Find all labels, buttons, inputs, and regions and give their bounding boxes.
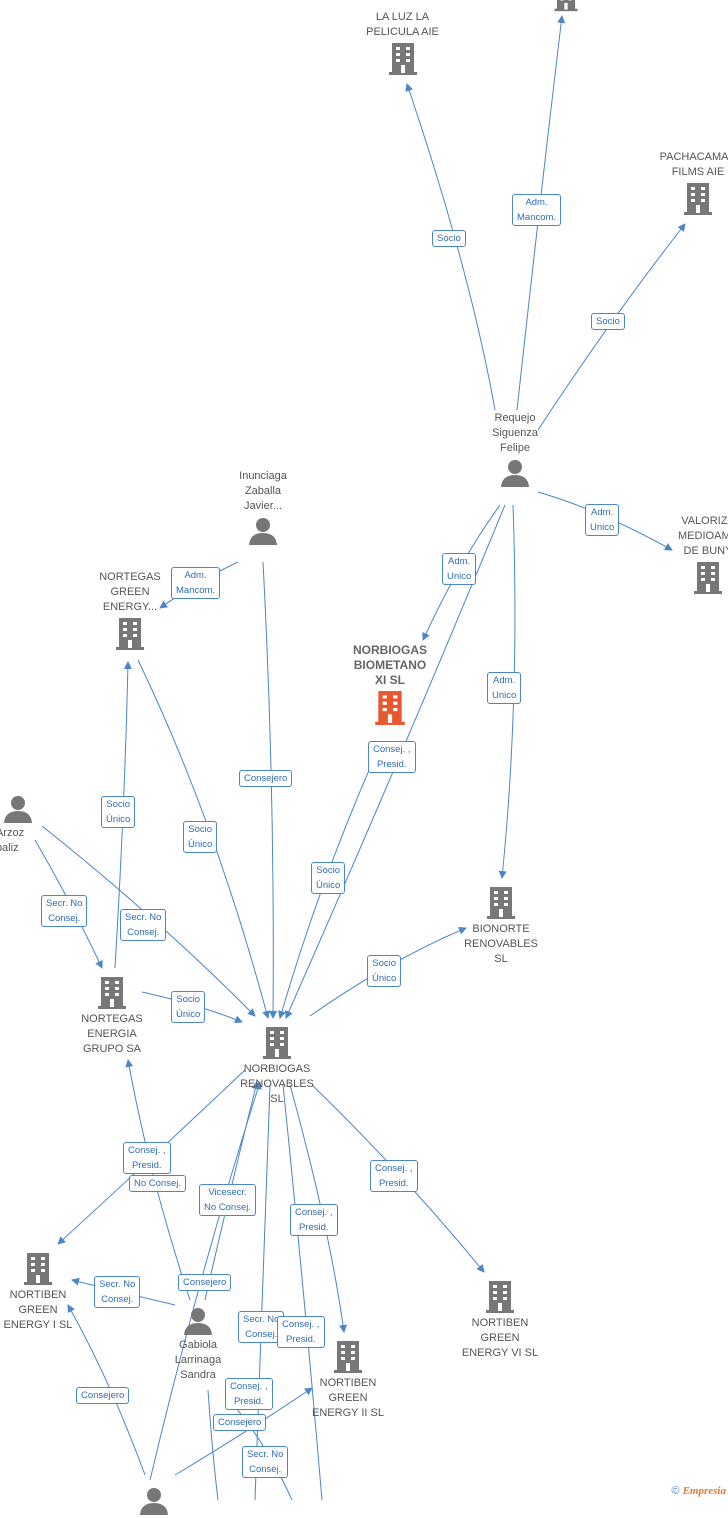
company-node-nortiben-6[interactable]: NORTIBEN GREEN ENERGY VI SL xyxy=(452,1278,548,1361)
company-node-norbiogas-biometano[interactable]: NORBIOGAS BIOMETANO XI SL xyxy=(340,643,440,728)
building-icon xyxy=(388,43,417,75)
person-node-bottom[interactable] xyxy=(139,1484,169,1518)
edge-label[interactable]: Adm. Unico xyxy=(585,504,620,536)
edge-label[interactable]: Secr. No Consej. xyxy=(41,895,88,927)
building-icon xyxy=(116,618,144,650)
edge-inunciaga-norbiogas xyxy=(262,561,278,1019)
node-label: PACHACAMAC FILMS AIE xyxy=(659,151,728,178)
brand-name: Empresia xyxy=(682,1485,726,1497)
node-label: NORTIBEN GREEN ENERGY VI SL xyxy=(461,1317,539,1359)
node-label: z Arzoz itibaliz xyxy=(0,827,25,854)
person-node-requejo[interactable]: Requejo Siguenza Felipe xyxy=(470,411,560,490)
building-icon xyxy=(486,1281,514,1313)
edge-label[interactable]: Socio xyxy=(591,313,625,330)
node-label: NORTEGAS ENERGIA GRUPO SA xyxy=(81,1013,143,1055)
copyright-symbol: © xyxy=(671,1485,680,1497)
building-icon xyxy=(684,183,712,215)
edge-label[interactable]: Consejero xyxy=(239,770,293,787)
edge-label[interactable]: Consej. , Presid. xyxy=(225,1378,273,1410)
node-label: NORBIOGAS BIOMETANO XI SL xyxy=(352,643,427,687)
edge-label[interactable]: Secr. No Consej. xyxy=(238,1311,285,1343)
edge-label[interactable]: Socio Único xyxy=(183,821,218,853)
node-label: NORBIOGAS RENOVABLES SL xyxy=(240,1063,314,1105)
person-node-arzoz[interactable]: z Arzoz itibaliz xyxy=(0,792,48,856)
edge-requejo-laluz xyxy=(405,83,496,411)
company-node-valoriza[interactable]: VALORIZA MEDIOAMB DE BUNY xyxy=(668,514,728,597)
person-node-gabiola[interactable]: Gabiola Larrinaga Sandra xyxy=(155,1304,241,1383)
person-node-inunciaga[interactable]: Inunciaga Zaballa Javier... xyxy=(218,469,308,548)
edge-label[interactable]: Adm. Unico xyxy=(442,553,477,585)
edge-label[interactable]: Consejero xyxy=(76,1387,130,1404)
person-icon xyxy=(184,1308,212,1335)
edge-label[interactable]: Socio Único xyxy=(311,862,346,894)
company-node-nortegas-grupo[interactable]: NORTEGAS ENERGIA GRUPO SA xyxy=(67,974,157,1057)
node-label: Requejo Siguenza Felipe xyxy=(492,412,538,454)
edge-bottomperson-nortiben1 xyxy=(67,1304,146,1476)
building-icon xyxy=(334,1341,362,1373)
edge-label[interactable]: Socio Único xyxy=(367,955,402,987)
company-node-norbiogas-renovables[interactable]: NORBIOGAS RENOVABLES SL xyxy=(232,1024,322,1107)
empresia-brand: © Empresia xyxy=(671,1485,726,1497)
edge-label[interactable]: Consejero xyxy=(213,1414,267,1431)
building-icon xyxy=(554,0,578,12)
edge-label[interactable]: Secr. No Consej. xyxy=(94,1276,141,1308)
edge-label[interactable]: Secr. No Consej. xyxy=(242,1446,289,1478)
node-label: NORTEGAS GREEN ENERGY... xyxy=(99,571,161,613)
node-label: VALORIZA MEDIOAMB DE BUNY xyxy=(678,515,728,557)
edge-label[interactable]: Vicesecr. No Consej. xyxy=(199,1184,256,1216)
node-label: NORTIBEN GREEN ENERGY II SL xyxy=(312,1377,384,1419)
edge-label[interactable]: Secr. No Consej. xyxy=(120,909,167,941)
building-icon xyxy=(694,562,722,594)
person-icon xyxy=(4,796,32,823)
person-icon xyxy=(140,1488,168,1515)
edge-label[interactable]: Consej. , Presid. xyxy=(123,1142,171,1174)
company-node-nortegas-green[interactable]: NORTEGAS GREEN ENERGY... xyxy=(85,570,175,653)
edge-label[interactable]: Socio xyxy=(432,230,466,247)
edge-label[interactable]: Consej. , Presid. xyxy=(368,741,416,773)
edge-label[interactable]: Socio Único xyxy=(101,796,136,828)
node-label: NORTIBEN GREEN ENERGY I SL xyxy=(3,1289,73,1331)
building-icon xyxy=(24,1253,52,1285)
company-node-pachacamac[interactable]: PACHACAMAC FILMS AIE xyxy=(648,150,728,218)
building-icon xyxy=(487,887,515,919)
edge-label[interactable]: Consej. , Presid. xyxy=(370,1160,418,1192)
company-node-bionorte[interactable]: BIONORTE RENOVABLES SL xyxy=(455,884,547,967)
edge-label[interactable]: Adm. Unico xyxy=(487,672,522,704)
node-label: LA LUZ LA PELICULA AIE xyxy=(366,11,439,38)
edge-label[interactable]: Consej. , Presid. xyxy=(290,1204,338,1236)
company-node-nortiben-1[interactable]: NORTIBEN GREEN ENERGY I SL xyxy=(0,1250,84,1333)
company-node-top[interactable] xyxy=(548,0,584,14)
node-label: Inunciaga Zaballa Javier... xyxy=(239,470,287,512)
node-label: BIONORTE RENOVABLES SL xyxy=(464,923,538,965)
edge-label[interactable]: Socio Único xyxy=(171,991,206,1023)
company-node-la-luz[interactable]: LA LUZ LA PELICULA AIE xyxy=(350,10,455,78)
building-icon xyxy=(263,1027,291,1059)
building-icon-highlighted xyxy=(375,691,405,725)
edge-label[interactable]: Consej. , Presid. xyxy=(277,1316,325,1348)
node-label: Gabiola Larrinaga Sandra xyxy=(174,1339,222,1381)
edge-label[interactable]: Adm. Mancom. xyxy=(512,194,562,226)
edge-label[interactable]: Consejero xyxy=(178,1274,232,1291)
building-icon xyxy=(98,977,126,1009)
person-icon xyxy=(249,518,277,545)
edge-label[interactable]: No Consej. xyxy=(129,1175,186,1192)
company-node-nortiben-2[interactable]: NORTIBEN GREEN ENERGY II SL xyxy=(302,1338,394,1421)
edge-label[interactable]: Adm. Mancom. xyxy=(171,567,221,599)
person-icon xyxy=(501,460,529,487)
